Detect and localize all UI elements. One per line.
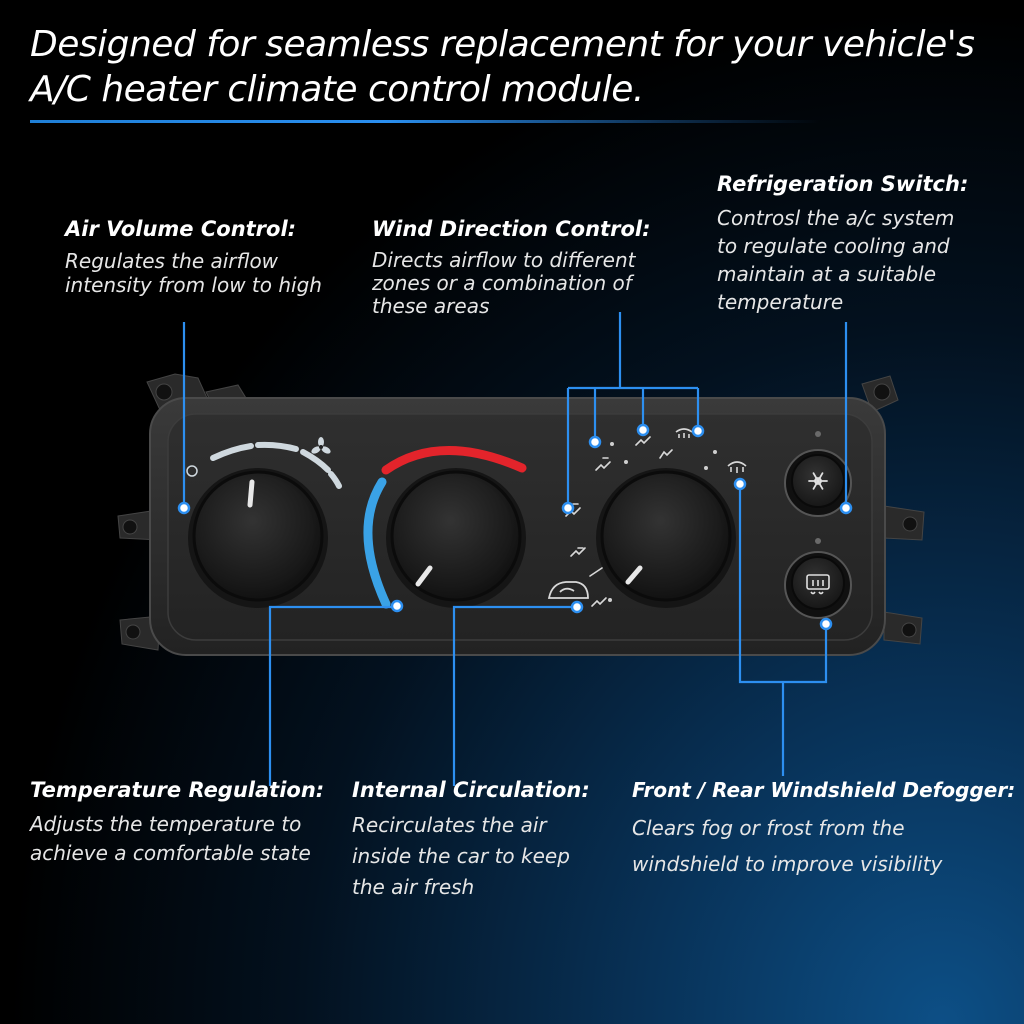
callout-title: Temperature Regulation: [30,778,325,802]
headline: Designed for seamless replacement for yo… [30,22,1010,112]
callout-description: Clears fog or frost from the windshield … [632,816,943,876]
temperature-knob [386,468,526,608]
heat-arc [381,446,527,475]
circulation-connector [452,605,577,786]
callout-title: Internal Circulation: [352,778,590,802]
callout-endpoints [177,423,853,631]
wind-direction-knob [596,468,736,608]
vent-mode-icon [565,431,673,607]
callout-defogger: Front / Rear Windshield Defogger: Clears… [632,776,1015,882]
temperature-connector [268,605,398,786]
callout-refrigeration: Refrigeration Switch: Controsl the a/c s… [717,170,968,316]
headline-line-1: Designed for seamless replacement for yo… [30,24,975,65]
callout-description: Adjusts the temperature to achieve a com… [30,812,311,865]
mode-dots [608,442,717,602]
air-volume-knob [188,468,328,608]
ac-indicator-light [815,431,821,437]
headline-underline [30,120,820,123]
fan-speed-scale [210,441,342,489]
callout-description: Recirculates the air inside the car to k… [352,813,570,899]
callout-connectors [182,312,848,786]
fan-icon [311,437,331,454]
cool-arc [363,477,391,609]
front-defrost-icon [675,428,747,473]
callout-description: Controsl the a/c system to regulate cool… [717,206,955,314]
callout-title: Air Volume Control: [65,217,297,241]
callout-wind-direction: Wind Direction Control: Directs airflow … [372,215,650,318]
recirculation-icon [547,581,589,599]
callout-title: Wind Direction Control: [372,217,651,241]
defog-indicator-light [815,538,821,544]
callout-description: Directs airflow to different zones or a … [372,248,636,318]
callout-temperature: Temperature Regulation: Adjusts the temp… [30,776,324,868]
callout-title: Refrigeration Switch: [717,172,969,196]
fan-off-indicator [186,465,198,477]
callout-air-volume: Air Volume Control: Regulates the airflo… [65,215,322,297]
snowflake-icon [808,472,828,490]
rear-defrost-icon [806,574,830,595]
callout-description: Regulates the airflow intensity from low… [65,249,322,297]
headline-line-2: A/C heater climate control module. [30,69,644,110]
callout-circulation: Internal Circulation: Recirculates the a… [352,776,590,903]
callout-title: Front / Rear Windshield Defogger: [632,778,1016,802]
